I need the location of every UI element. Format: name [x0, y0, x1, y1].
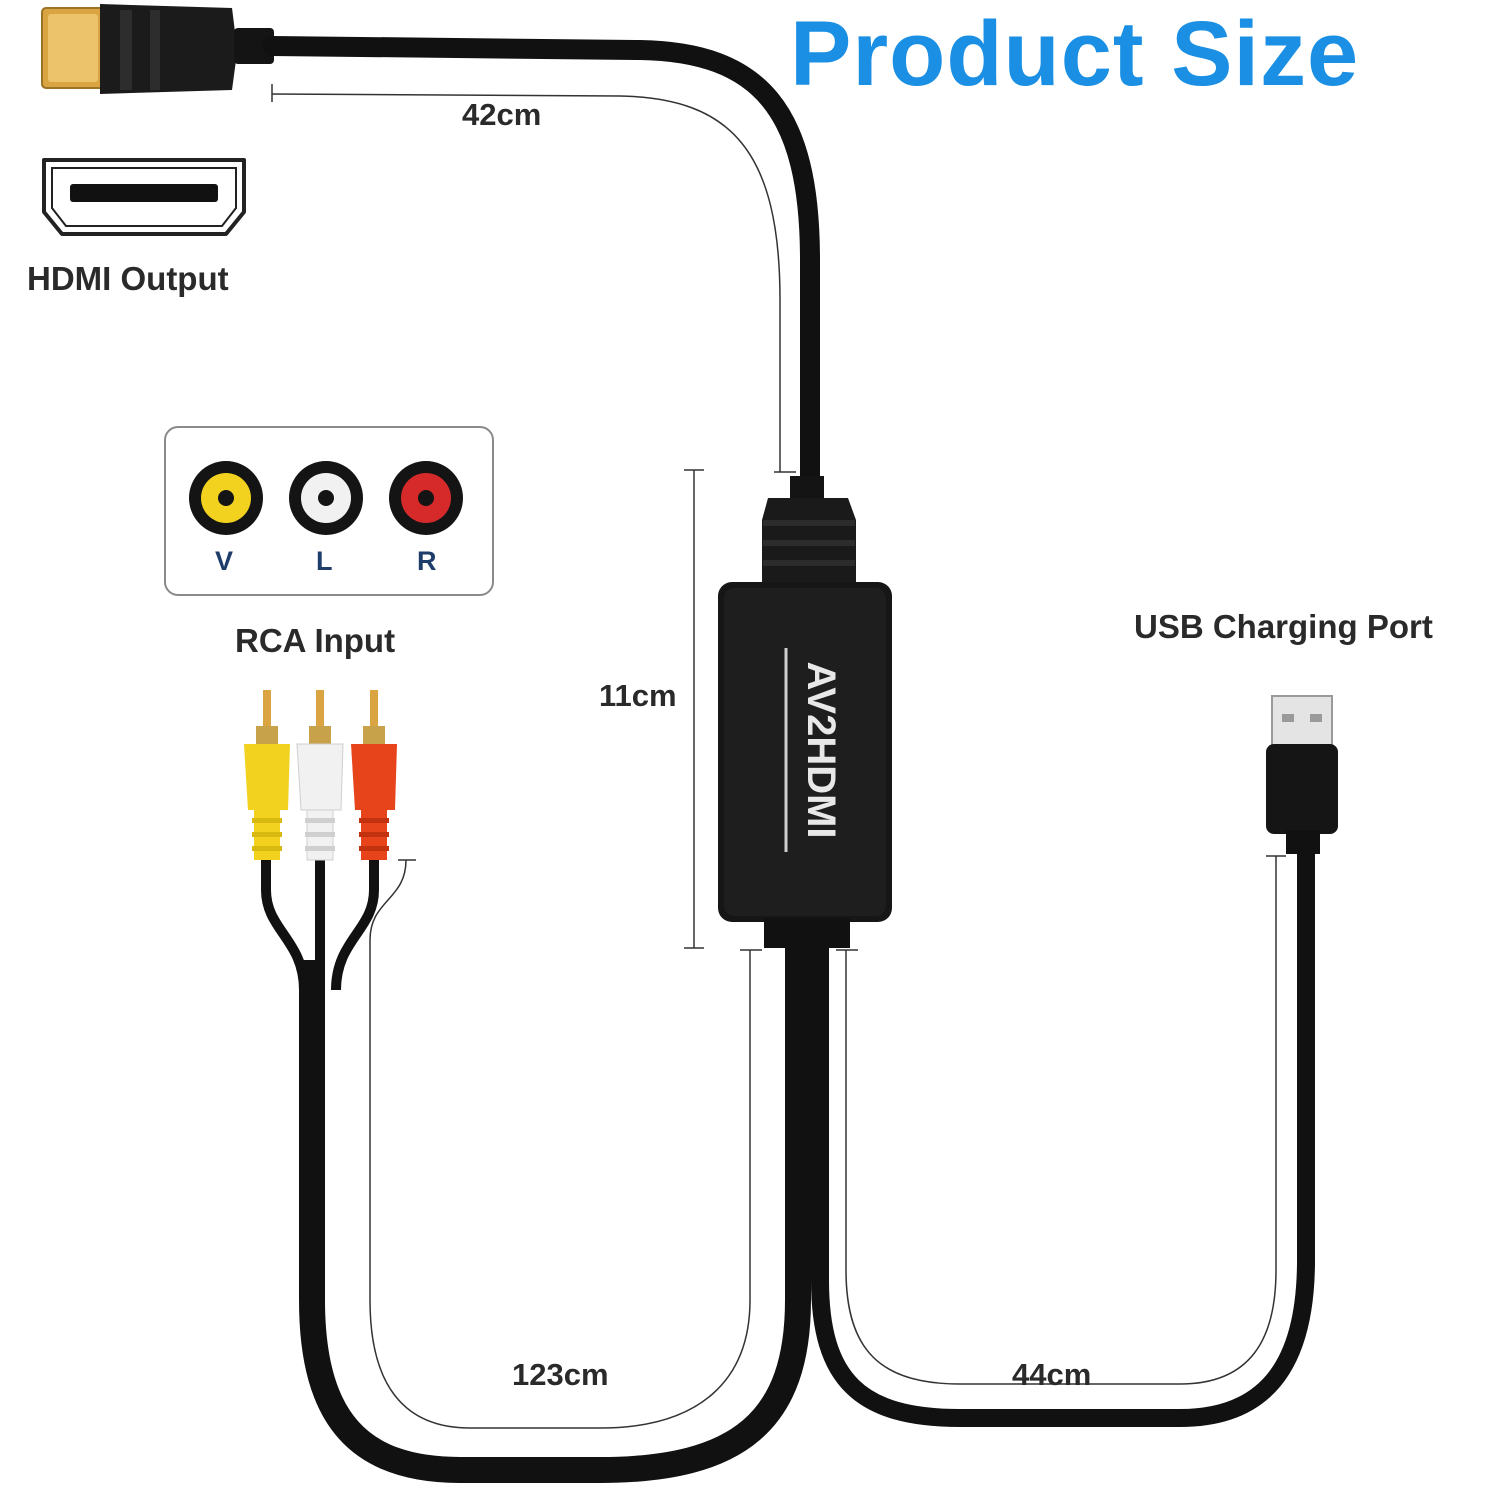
rca-cable-length: 123cm — [512, 1357, 609, 1392]
dimension-line-44 — [845, 856, 1277, 1385]
rca-cable-bundle — [299, 948, 811, 1483]
hdmi-port-icon — [42, 158, 246, 236]
hdmi-output-label: HDMI Output — [27, 260, 229, 297]
dimension-line-42 — [271, 93, 781, 472]
dimension-line-123 — [369, 859, 751, 1429]
rca-input-label: RCA Input — [235, 622, 396, 659]
hdmi-connector — [41, 4, 274, 94]
av2hdmi-adapter: AV2HDMI — [718, 476, 892, 948]
jack-label-video: V — [215, 546, 234, 576]
adapter-length: 11cm — [599, 678, 677, 713]
rca-plug-yellow — [244, 690, 290, 860]
rca-jack-panel: V L R — [164, 426, 494, 596]
usb-port-label: USB Charging Port — [1134, 608, 1433, 645]
jack-label-right: R — [417, 546, 437, 576]
rca-plug-white — [296, 690, 344, 861]
device-logo: AV2HDMI — [799, 661, 843, 838]
usb-plug — [1266, 695, 1338, 854]
hdmi-cable — [262, 36, 820, 490]
dimension-line-11 — [684, 469, 704, 949]
hdmi-cable-length: 42cm — [462, 97, 542, 132]
usb-cable-length: 44cm — [1012, 1357, 1092, 1392]
rca-jacks-icon — [189, 461, 463, 535]
rca-plug-red — [351, 690, 397, 860]
page-title: Product Size — [790, 3, 1360, 105]
jack-label-left: L — [316, 546, 333, 576]
usb-cable — [811, 850, 1315, 1427]
